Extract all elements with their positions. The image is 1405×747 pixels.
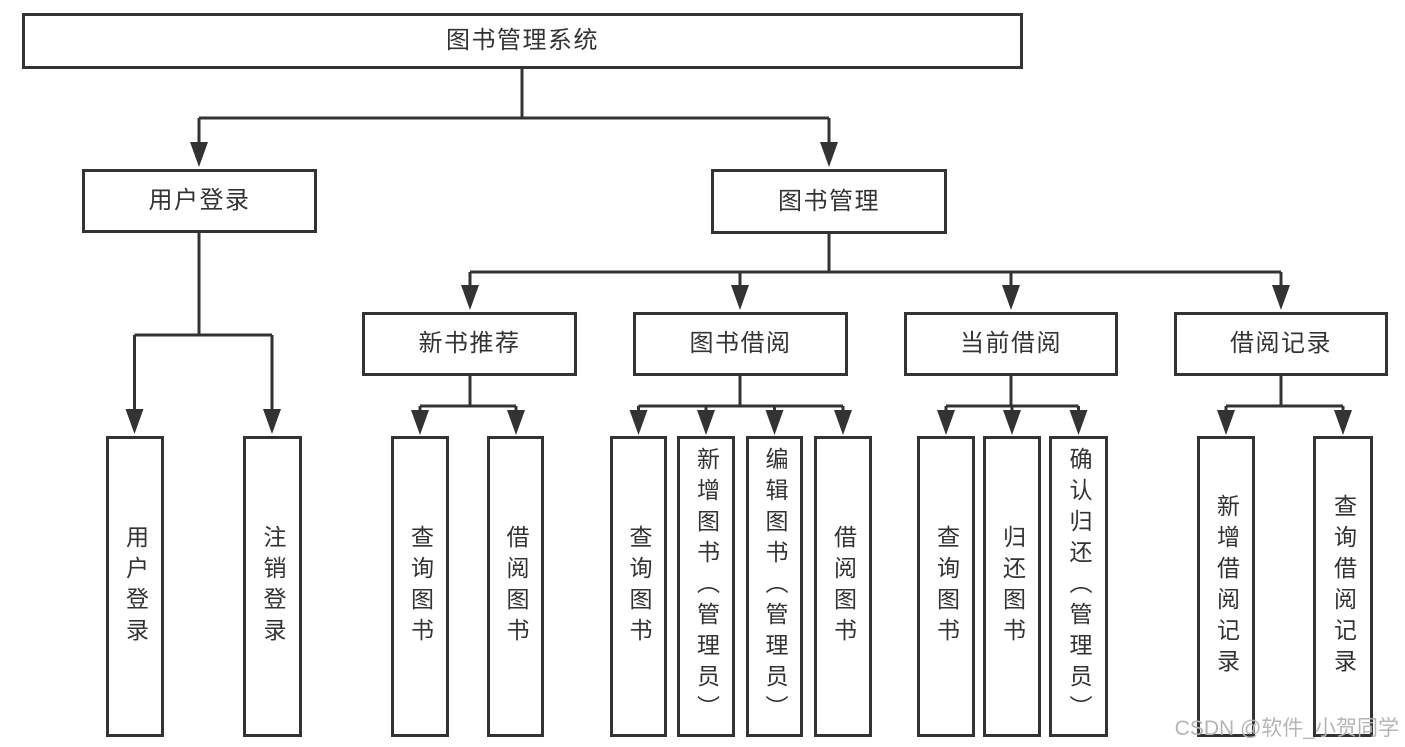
node-leaf-edit-books-admin-label: 编辑图书（管理员）	[762, 447, 788, 726]
node-leaf-return-books-label: 归还图书	[999, 524, 1026, 649]
node-root-label: 图书管理系统	[446, 27, 599, 54]
connector-borrow-records-children	[1224, 375, 1345, 413]
arrowheads-new-book-children	[411, 410, 525, 435]
node-book-borrowing-label: 图书借阅	[689, 330, 792, 357]
connector-new-book-children	[418, 375, 518, 413]
node-leaf-return-books: 归还图书	[983, 436, 1041, 737]
node-borrowing-records-label: 借阅记录	[1230, 330, 1332, 357]
node-current-borrowing: 当前借阅	[904, 312, 1118, 376]
node-leaf-query-books-recommend-label: 查询图书	[407, 524, 434, 649]
node-borrowing-records: 借阅记录	[1174, 312, 1388, 376]
node-leaf-add-borrow-record: 新增借阅记录	[1197, 436, 1255, 737]
arrowheads-borrow-records-children	[1217, 410, 1352, 435]
node-leaf-borrow-books-recommend: 借阅图书	[487, 436, 544, 737]
connector-root-to-level2	[197, 69, 831, 145]
node-book-management: 图书管理	[711, 169, 947, 234]
arrowheads-book-management-children	[461, 285, 1290, 310]
node-leaf-confirm-return-admin: 确认归还（管理员）	[1049, 436, 1108, 737]
node-book-management-label: 图书管理	[778, 187, 880, 215]
node-leaf-query-borrow-record: 查询借阅记录	[1313, 436, 1373, 737]
node-user-login: 用户登录	[82, 169, 317, 233]
connector-current-borrow-children	[944, 375, 1080, 413]
node-leaf-confirm-return-admin-label: 确认归还（管理员）	[1066, 447, 1092, 726]
arrowheads-user-login-children	[125, 409, 281, 434]
node-leaf-edit-books-admin: 编辑图书（管理员）	[746, 436, 803, 737]
node-book-borrowing: 图书借阅	[633, 312, 848, 376]
node-current-borrowing-label: 当前借阅	[960, 330, 1062, 357]
connector-book-management-children	[468, 234, 1283, 288]
node-leaf-user-login-label: 用户登录	[122, 524, 149, 649]
node-leaf-logout-label: 注销登录	[260, 524, 286, 649]
node-new-book-recommend: 新书推荐	[362, 312, 577, 376]
connector-book-borrow-children	[637, 375, 845, 413]
node-root: 图书管理系统	[22, 13, 1023, 69]
node-leaf-borrow-books: 借阅图书	[814, 436, 872, 737]
node-new-book-recommend-label: 新书推荐	[418, 330, 521, 357]
node-leaf-query-books-current-label: 查询图书	[933, 524, 960, 649]
node-leaf-query-books-recommend: 查询图书	[391, 436, 449, 737]
arrowheads-current-borrow-children	[937, 410, 1088, 435]
node-leaf-query-books-borrow: 查询图书	[610, 436, 667, 737]
csdn-watermark: CSDN @软件_小贺同学	[1174, 717, 1399, 740]
node-leaf-borrow-books-label: 借阅图书	[830, 524, 857, 649]
node-leaf-add-books-admin-label: 新增图书（管理员）	[693, 447, 720, 726]
connector-user-login-children	[133, 232, 274, 412]
node-leaf-query-borrow-record-label: 查询借阅记录	[1330, 493, 1357, 680]
node-leaf-borrow-books-recommend-label: 借阅图书	[503, 524, 529, 649]
arrowheads-root-to-level2	[190, 142, 838, 167]
node-leaf-query-books-borrow-label: 查询图书	[626, 524, 652, 649]
arrowheads-book-borrow-children	[629, 410, 852, 435]
node-user-login-label: 用户登录	[148, 187, 251, 214]
node-leaf-query-books-current: 查询图书	[917, 436, 975, 737]
node-leaf-logout: 注销登录	[243, 436, 302, 737]
node-leaf-user-login: 用户登录	[106, 436, 164, 737]
node-leaf-add-books-admin: 新增图书（管理员）	[677, 436, 735, 737]
node-leaf-add-borrow-record-label: 新增借阅记录	[1213, 493, 1240, 680]
